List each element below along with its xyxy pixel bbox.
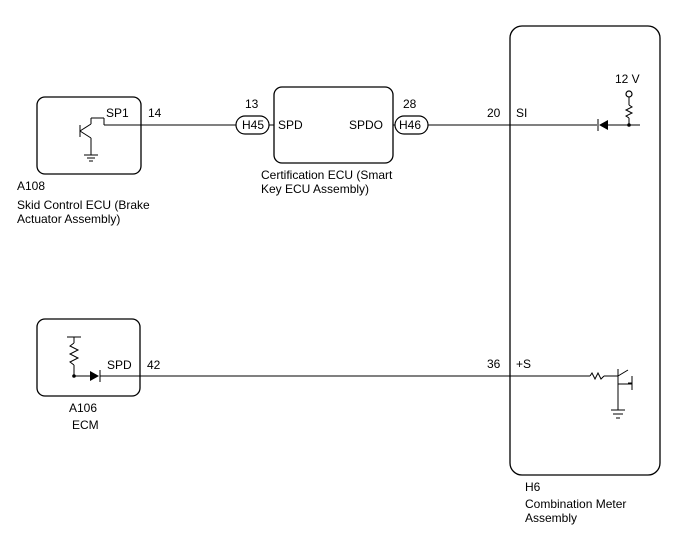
meter-terminal-s: +S	[516, 357, 531, 371]
pullup-resistor-icon	[624, 90, 634, 125]
ecm: SPD 42 A106 ECM	[36, 318, 161, 432]
meter-pin-s: 36	[487, 357, 501, 371]
cert-ecu-terminal-out: SPDO	[349, 118, 383, 132]
cert-ecu-pin-in: 13	[245, 97, 259, 111]
transistor-icon	[79, 117, 105, 155]
meter-supply-voltage: 12 V	[615, 72, 640, 86]
connector-h45-label: H45	[242, 118, 264, 132]
ground-icon	[611, 409, 625, 419]
meter-code: H6	[525, 480, 541, 494]
skid-ecu-code: A108	[17, 179, 45, 193]
resistor-icon	[67, 336, 81, 376]
cert-ecu-name-line2: Key ECU Assembly)	[261, 182, 369, 196]
skid-ecu-name-line1: Skid Control ECU (Brake	[17, 198, 150, 212]
cert-ecu-pin-out: 28	[403, 97, 417, 111]
meter-name-line1: Combination Meter	[525, 497, 626, 511]
connector-h46-label: H46	[399, 118, 421, 132]
transistor-icon	[617, 369, 633, 410]
meter-name-line2: Assembly	[525, 511, 577, 525]
input-resistor-icon	[589, 371, 605, 381]
skid-ecu-pin-label: 14	[148, 106, 162, 120]
ecm-code: A106	[69, 401, 97, 415]
ecm-pin-label: 42	[147, 358, 161, 372]
cert-ecu-name-line1: Certification ECU (Smart	[261, 168, 393, 182]
skid-ecu-name-line2: Actuator Assembly)	[17, 212, 120, 226]
certification-ecu: H45 13 SPD SPDO H46 28 Certification ECU…	[235, 86, 429, 196]
ecm-box	[36, 318, 141, 397]
diode-icon	[597, 119, 608, 131]
skid-ecu-terminal-label: SP1	[106, 106, 129, 120]
ecm-name: ECM	[72, 418, 99, 432]
meter-terminal-si: SI	[516, 106, 527, 120]
cert-ecu-terminal-in: SPD	[278, 118, 303, 132]
skid-control-ecu: SP1 14 A108 Skid Control ECU (Brake Actu…	[17, 96, 162, 226]
skid-control-ecu-box	[36, 96, 142, 175]
combination-meter-box	[509, 25, 661, 476]
meter-pin-si: 20	[487, 106, 501, 120]
supply-terminal-icon	[625, 90, 633, 98]
combination-meter: 20 SI 12 V 36 +S	[487, 25, 661, 525]
ground-icon	[84, 154, 98, 162]
ecm-terminal-label: SPD	[107, 358, 132, 372]
